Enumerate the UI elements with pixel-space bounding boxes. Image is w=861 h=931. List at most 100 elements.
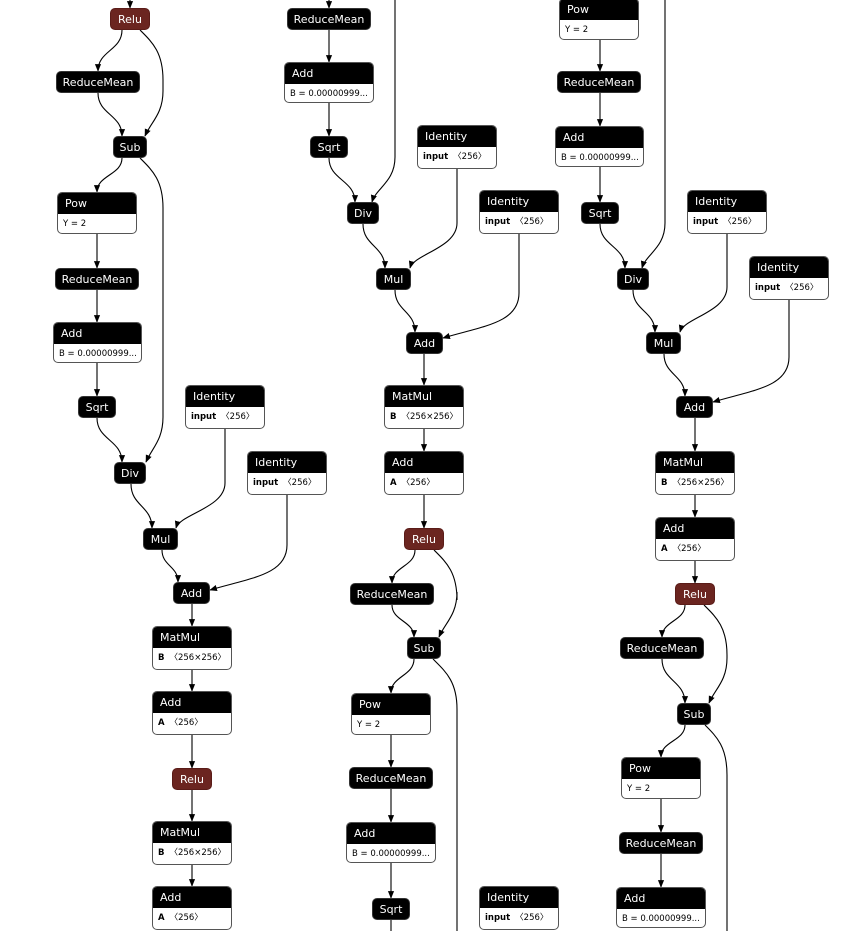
node-op-label: ReduceMean [625,836,697,850]
node-attribute: B〈256×256〉 [153,648,231,669]
node-div[interactable]: Div [114,462,146,484]
node-sub[interactable]: Sub [113,136,147,158]
node-sqrt[interactable]: Sqrt [310,136,348,158]
node-attribute: B = 0.00000999... [556,148,643,166]
node-op-label: Mul [150,532,171,546]
attribute-name: B [390,412,397,422]
node-op-label: ReduceMean [563,75,635,89]
node-attribute: Y = 2 [352,715,430,734]
node-op-label: Sqrt [379,902,403,916]
node-op-label: ReduceMean [626,641,698,655]
node-relu[interactable]: Relu [110,8,150,30]
node-mul[interactable]: Mul [646,332,681,354]
node-op-label: Add [347,823,435,844]
attribute-value: Y = 2 [357,720,381,730]
node-mul[interactable]: Mul [376,268,411,290]
node-mul[interactable]: Mul [143,528,178,550]
edge [663,353,689,397]
node-sub[interactable]: Sub [677,703,711,725]
node-sqrt[interactable]: Sqrt [372,898,410,920]
node-op-label: MatMul [153,627,231,648]
node-attribute: A〈256〉 [385,473,463,494]
node-op-label: Pow [58,193,136,214]
node-div[interactable]: Div [617,268,649,290]
node-reducemean[interactable]: ReduceMean [350,583,434,605]
attribute-value: 〈256〉 [515,217,549,227]
edge [174,429,226,529]
attribute-value: 〈256〉 [515,913,549,923]
attribute-value: 〈256〉 [401,478,435,488]
node-op-label: Sub [683,707,705,721]
node-reducemean[interactable]: ReduceMean [287,8,371,30]
node-reducemean[interactable]: ReduceMean [55,268,139,290]
node-sqrt[interactable]: Sqrt [78,396,116,418]
node-relu[interactable]: Relu [675,583,715,605]
attribute-name: input [485,217,511,227]
node-op-label: Relu [180,772,204,786]
node-op-label: Add [656,518,734,539]
node-relu[interactable]: Relu [404,528,444,550]
node-add[interactable]: Add [406,332,443,354]
attribute-name: A [158,718,165,728]
attribute-value: 〈256×256〉 [672,478,730,488]
edge [432,658,458,931]
node-op-label: MatMul [656,452,734,473]
node-add[interactable]: Add B = 0.00000999... [555,126,644,167]
edge [161,549,182,583]
node-reducemean[interactable]: ReduceMean [56,71,140,93]
node-div[interactable]: Div [347,202,379,224]
node-relu[interactable]: Relu [172,768,212,790]
node-reducemean[interactable]: ReduceMean [620,637,704,659]
node-reducemean[interactable]: ReduceMean [619,832,703,854]
node-op-label: Mul [383,272,404,286]
node-op-label: Div [120,466,140,480]
node-add[interactable]: Add [173,582,210,604]
attribute-value: 〈256〉 [221,412,255,422]
node-reducemean[interactable]: ReduceMean [557,71,641,93]
edge [640,0,666,269]
node-op-label: Sqrt [317,140,341,154]
attribute-name: input [755,283,781,293]
node-op-label: Div [353,206,373,220]
node-op-label: Add [556,127,643,148]
attribute-value: Y = 2 [565,25,589,35]
attribute-name: B [661,478,668,488]
node-sqrt[interactable]: Sqrt [581,202,619,224]
node-sub[interactable]: Sub [407,637,441,659]
attribute-value: B = 0.00000999... [561,153,639,163]
node-attribute: input 〈256〉 [480,212,558,233]
node-attribute: Y = 2 [622,779,700,798]
node-op-label: Identity [750,257,828,278]
edge [96,417,126,463]
node-attribute: A〈256〉 [656,539,734,560]
node-reducemean[interactable]: ReduceMean [349,767,433,789]
edge [442,234,520,339]
node-attribute: B = 0.00000999... [285,84,373,102]
attribute-value: B = 0.00000999... [59,349,137,359]
node-add[interactable]: Add [676,396,713,418]
node-op-label: Add [413,336,436,350]
